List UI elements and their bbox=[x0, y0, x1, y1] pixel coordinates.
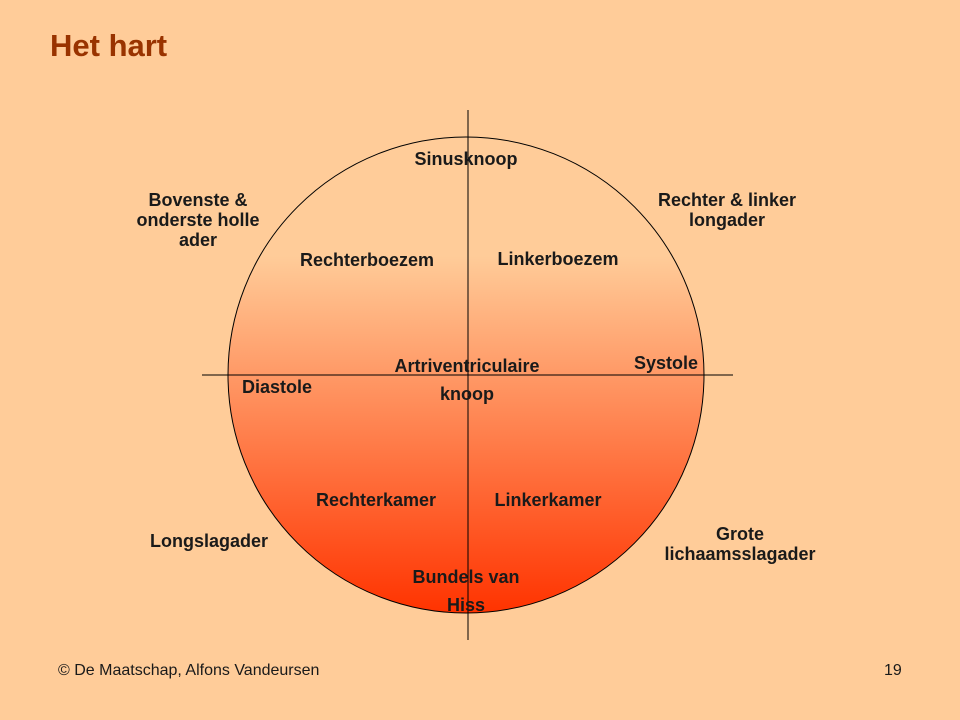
label-rechterkamer: Rechterkamer bbox=[315, 490, 437, 510]
label-sinusknoop: Sinusknoop bbox=[414, 149, 518, 169]
label-diastole: Diastole bbox=[241, 377, 313, 397]
label-systole: Systole bbox=[633, 353, 699, 373]
slide-title: Het hart bbox=[50, 28, 168, 63]
label-rechterboezem: Rechterboezem bbox=[299, 250, 435, 270]
label-linkerkamer: Linkerkamer bbox=[494, 490, 602, 510]
label-longslagader: Longslagader bbox=[149, 531, 269, 551]
label-lichaamsslagader: Grote lichaamsslagader bbox=[664, 524, 816, 564]
label-longader: Rechter & linker longader bbox=[657, 190, 797, 230]
label-bundels-van-hiss: Bundels van Hiss bbox=[412, 567, 520, 615]
label-holle-ader: Bovenste & onderste holle ader bbox=[136, 190, 260, 250]
label-av-knoop: Artriventriculaire knoop bbox=[394, 356, 540, 404]
label-linkerboezem: Linkerboezem bbox=[497, 249, 619, 269]
footer-copyright: © De Maatschap, Alfons Vandeursen bbox=[58, 662, 320, 679]
page-number: 19 bbox=[884, 662, 902, 679]
